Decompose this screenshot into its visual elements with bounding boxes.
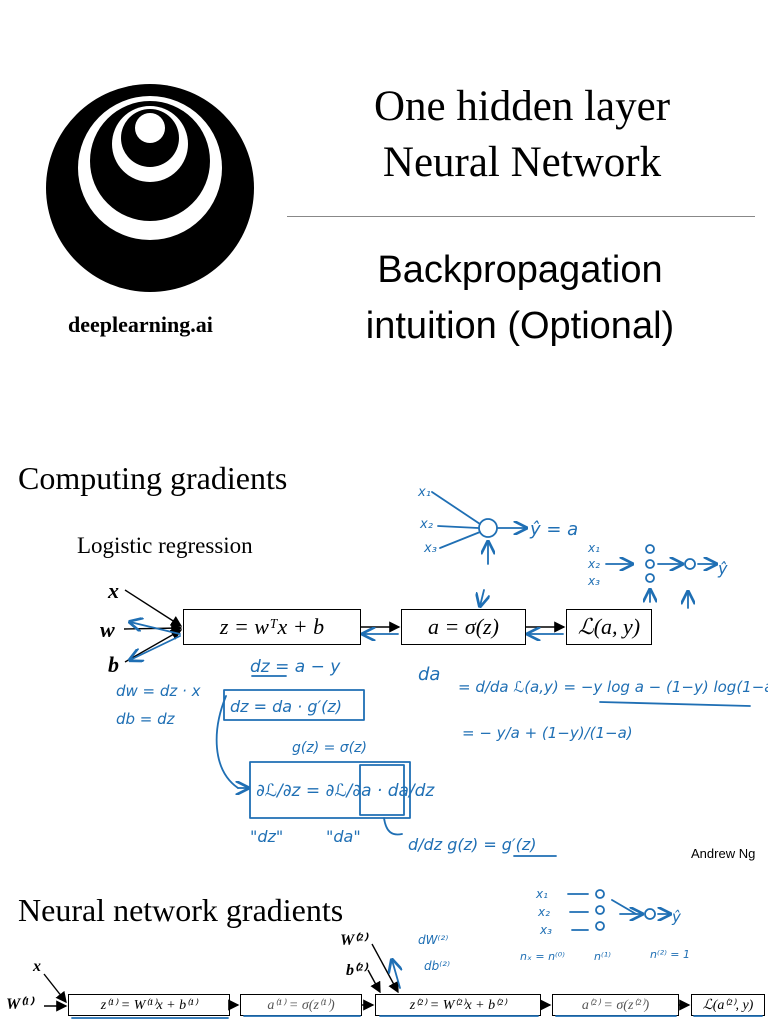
svg-text:n⁽¹⁾: n⁽¹⁾ (594, 950, 611, 963)
svg-text:x₃: x₃ (423, 541, 437, 556)
svg-text:= d/da ℒ(a,y) = −y log a − (1−: = d/da ℒ(a,y) = −y log a − (1−y) log(1−a… (458, 678, 768, 696)
svg-text:= − y/a + (1−y)/(1−a): = − y/a + (1−y)/(1−a) (462, 724, 633, 742)
node-a: a = σ(z) (401, 609, 526, 645)
slide-heading: Neural network gradients (18, 892, 344, 928)
svg-text:d/dz g(z) = g′(z): d/dz g(z) = g′(z) (408, 835, 536, 854)
svg-text:g(z) = σ(z): g(z) = σ(z) (292, 740, 367, 756)
svg-text:x₂: x₂ (537, 905, 550, 919)
svg-text:x₁: x₁ (587, 541, 600, 555)
svg-text:ŷ: ŷ (671, 908, 682, 926)
title-line-2: Neural Network (382, 139, 662, 186)
svg-text:ŷ: ŷ (717, 559, 728, 578)
svg-text:"dz": "dz" (250, 827, 283, 846)
input-b: b (108, 652, 119, 677)
svg-text:∂ℒ/∂z = ∂ℒ/∂a · da/dz: ∂ℒ/∂z = ∂ℒ/∂a · da/dz (256, 781, 435, 801)
svg-text:dz = a − y: dz = a − y (250, 657, 341, 677)
svg-text:x₁: x₁ (535, 887, 548, 901)
title-divider (287, 216, 755, 217)
svg-text:da: da (418, 664, 440, 685)
svg-text:ŷ = a: ŷ = a (529, 519, 578, 540)
svg-text:x₃: x₃ (539, 923, 552, 937)
svg-text:n⁽²⁾ = 1: n⁽²⁾ = 1 (650, 948, 690, 961)
slide-heading: Computing gradients (18, 460, 288, 496)
input-x: x (33, 958, 41, 975)
svg-text:x₂: x₂ (587, 557, 600, 571)
svg-text:dz = da · g′(z): dz = da · g′(z) (230, 697, 342, 716)
svg-text:dw = dz · x: dw = dz · x (116, 682, 201, 700)
svg-text:x₃: x₃ (587, 574, 600, 588)
author-credit: Andrew Ng (691, 846, 756, 861)
svg-text:dW⁽²⁾: dW⁽²⁾ (418, 933, 448, 947)
logreg-network-sketch: x₁ x₂ x₃ ŷ = a (417, 485, 578, 565)
slide2-annotations: dW⁽²⁾ db⁽²⁾ x₁ x₂ x₃ ŷ nₓ = n⁽⁰⁾ n⁽¹⁾ n⁽… (43, 887, 763, 1019)
svg-text:db = dz: db = dz (116, 710, 176, 728)
node-loss: ℒ(a, y) (566, 609, 652, 645)
slide-neural-network-gradients: Neural network gradients x W⁽¹⁾ W⁽²⁾ b⁽²… (0, 870, 768, 1024)
subtitle-line-2: intuition (Optional) (365, 305, 675, 347)
deeplearning-logo (46, 84, 254, 292)
slide-subheading: Logistic regression (77, 533, 253, 558)
input-W1: W⁽¹⁾ (6, 996, 33, 1013)
node-z: z = wᵀx + b (183, 609, 361, 645)
input-W2: W⁽²⁾ (340, 932, 367, 949)
subtitle-line-1: Backpropagation (377, 249, 663, 291)
slide-computing-gradients: Computing gradients Logistic regression … (0, 440, 768, 870)
svg-text:db⁽²⁾: db⁽²⁾ (424, 959, 450, 973)
slide1-annotations: x₁ x₂ x₃ ŷ = a x₁ x₂ x₃ ŷ (116, 485, 768, 857)
brand-name: deeplearning.ai (68, 312, 213, 337)
svg-text:"da": "da" (326, 827, 361, 846)
node-z2: z⁽²⁾ = W⁽²⁾x + b⁽²⁾ (375, 994, 541, 1016)
svg-text:x₂: x₂ (419, 517, 433, 532)
input-b2: b⁽²⁾ (346, 962, 367, 979)
svg-text:nₓ = n⁽⁰⁾: nₓ = n⁽⁰⁾ (520, 950, 565, 963)
node-a2: a⁽²⁾ = σ(z⁽²⁾) (552, 994, 679, 1016)
input-x: x (108, 578, 119, 603)
svg-text:x₁: x₁ (417, 485, 431, 500)
two-layer-network-sketch: x₁ x₂ x₃ ŷ (587, 541, 728, 609)
node-loss: ℒ(a⁽²⁾, y) (691, 994, 765, 1016)
title-slide: deeplearning.ai One hidden layer Neural … (0, 0, 768, 440)
input-w: w (100, 617, 115, 642)
title-line-1: One hidden layer (373, 83, 671, 130)
node-z1: z⁽¹⁾ = W⁽¹⁾x + b⁽¹⁾ (68, 994, 230, 1016)
